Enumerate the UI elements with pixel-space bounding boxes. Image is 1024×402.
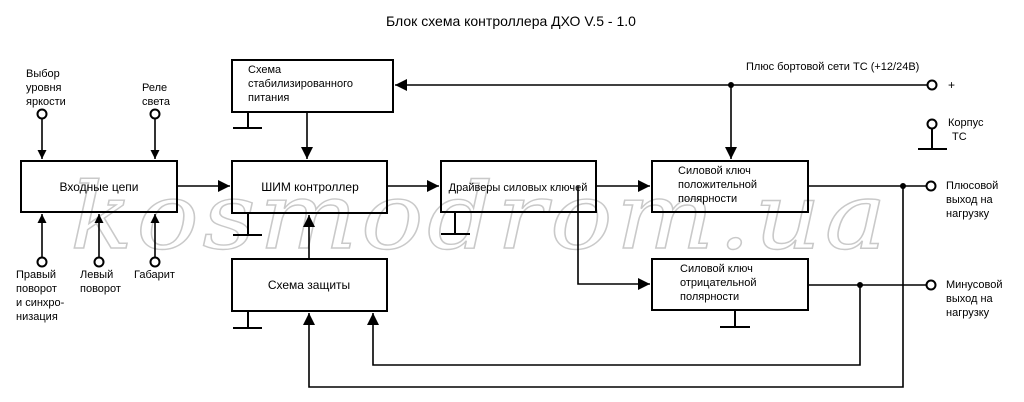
minus-output-label-line2: выход на: [946, 293, 994, 305]
plus-output-terminal: [925, 180, 937, 192]
input-right-turn-line2: поворот: [16, 283, 57, 295]
input-brightness-line3: яркости: [26, 96, 66, 108]
block-negative-key-line1: Силовой ключ: [680, 263, 753, 275]
supply-junction-dot: [728, 82, 734, 88]
input-right-turn: Правый поворот и синхро- низация: [16, 214, 65, 323]
input-left-turn-line1: Левый: [80, 269, 113, 281]
supply-label: Плюс бортовой сети ТС (+12/24В): [746, 61, 919, 73]
input-parking-label: Габарит: [134, 269, 175, 281]
supply-terminal: [926, 79, 938, 91]
minus-output-junction-dot: [857, 282, 863, 288]
ground-symbols: [233, 112, 947, 329]
supply-bus: [395, 79, 927, 159]
block-stabilized-supply-line3: питания: [248, 92, 289, 104]
block-negative-key-line2: отрицательной: [680, 277, 757, 289]
minus-output-terminal: [925, 279, 937, 291]
chassis-label-line2: ТС: [952, 131, 967, 143]
input-brightness-line2: уровня: [26, 82, 62, 94]
block-positive-key-line3: полярности: [678, 193, 737, 205]
minus-output-label-line3: нагрузку: [946, 307, 990, 319]
minus-output-label-line1: Минусовой: [946, 279, 1002, 291]
input-light-relay: Реле света: [142, 82, 171, 159]
signal-arrows: [177, 112, 650, 290]
block-pwm-controller-label: ШИМ контроллер: [261, 180, 359, 194]
input-right-turn-line1: Правый: [16, 269, 56, 281]
supply-plus-sign: +: [948, 78, 955, 92]
output-lines: [303, 185, 926, 388]
chassis-label-line1: Корпус: [948, 117, 984, 129]
input-light-relay-line1: Реле: [142, 82, 167, 94]
input-brightness-line1: Выбор: [26, 68, 60, 80]
input-parking: Габарит: [134, 214, 175, 281]
block-pwm-controller: ШИМ контроллер: [231, 160, 388, 214]
input-light-relay-line2: света: [142, 96, 171, 108]
plus-output-label-line1: Плюсовой: [946, 180, 998, 192]
plus-output-label-line3: нагрузку: [946, 208, 990, 220]
input-left-turn: Левый поворот: [80, 214, 121, 295]
diagram-title: Блок схема контроллера ДХО V.5 - 1.0: [386, 13, 636, 29]
input-right-turn-line4: низация: [16, 311, 58, 323]
block-stabilized-supply-line1: Схема: [248, 64, 282, 76]
watermark: kosmodrom.ua: [70, 163, 890, 270]
block-stabilized-supply-line2: стабилизированного: [248, 78, 353, 90]
plus-output-junction-dot: [900, 183, 906, 189]
plus-output-label-line2: выход на: [946, 194, 994, 206]
block-input-circuits-label: Входные цепи: [59, 180, 138, 194]
input-left-turn-line2: поворот: [80, 283, 121, 295]
block-protection-label: Схема защиты: [268, 278, 350, 292]
block-positive-key-line2: положительной: [678, 179, 757, 191]
block-stabilized-supply: Схема стабилизированного питания: [231, 59, 394, 113]
block-positive-key-line1: Силовой ключ: [678, 165, 751, 177]
block-negative-key-line3: полярности: [680, 291, 739, 303]
input-right-turn-line3: и синхро-: [16, 297, 65, 309]
block-key-drivers-label: Драйверы силовых ключей: [449, 182, 588, 194]
input-brightness: Выбор уровня яркости: [26, 68, 66, 159]
chassis-terminal: [926, 118, 938, 130]
